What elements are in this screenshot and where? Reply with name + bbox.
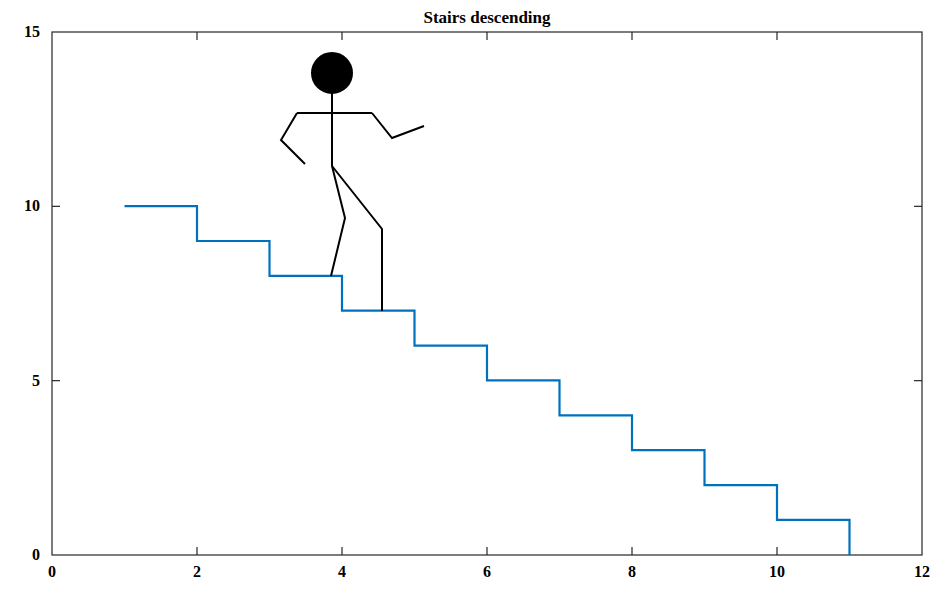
tick-mark — [631, 32, 632, 40]
figure-right-arm — [372, 113, 424, 138]
x-tick-label: 10 — [769, 564, 785, 580]
x-tick-label: 8 — [628, 564, 636, 580]
y-tick-label: 10 — [24, 198, 40, 214]
stick-figure — [281, 53, 424, 311]
x-tick-label: 0 — [48, 564, 56, 580]
tick-mark — [341, 547, 342, 555]
axis-ticks — [52, 32, 922, 555]
figure-head — [312, 53, 352, 93]
tick-mark — [341, 32, 342, 40]
stairs-line — [125, 206, 850, 555]
tick-mark — [776, 547, 777, 555]
tick-mark — [196, 32, 197, 40]
tick-mark — [52, 380, 60, 381]
tick-mark — [914, 206, 922, 207]
figure-left-arm — [281, 113, 305, 164]
figure-body — [331, 92, 333, 166]
x-tick-label: 6 — [483, 564, 491, 580]
figure-left-leg — [331, 166, 345, 276]
chart-title: Stairs descending — [423, 9, 550, 26]
tick-mark — [486, 547, 487, 555]
tick-mark — [914, 380, 922, 381]
x-tick-label: 4 — [338, 564, 346, 580]
tick-mark — [196, 547, 197, 555]
tick-mark — [631, 547, 632, 555]
y-tick-label: 0 — [32, 547, 40, 563]
tick-mark — [486, 32, 487, 40]
x-tick-label: 12 — [914, 564, 930, 580]
figure-right-leg — [332, 166, 382, 311]
x-tick-label: 2 — [193, 564, 201, 580]
tick-mark — [52, 206, 60, 207]
axes-box — [52, 32, 922, 555]
y-tick-label: 5 — [32, 373, 40, 389]
y-tick-label: 15 — [24, 24, 40, 40]
figure-shoulders — [297, 112, 372, 114]
tick-mark — [776, 32, 777, 40]
